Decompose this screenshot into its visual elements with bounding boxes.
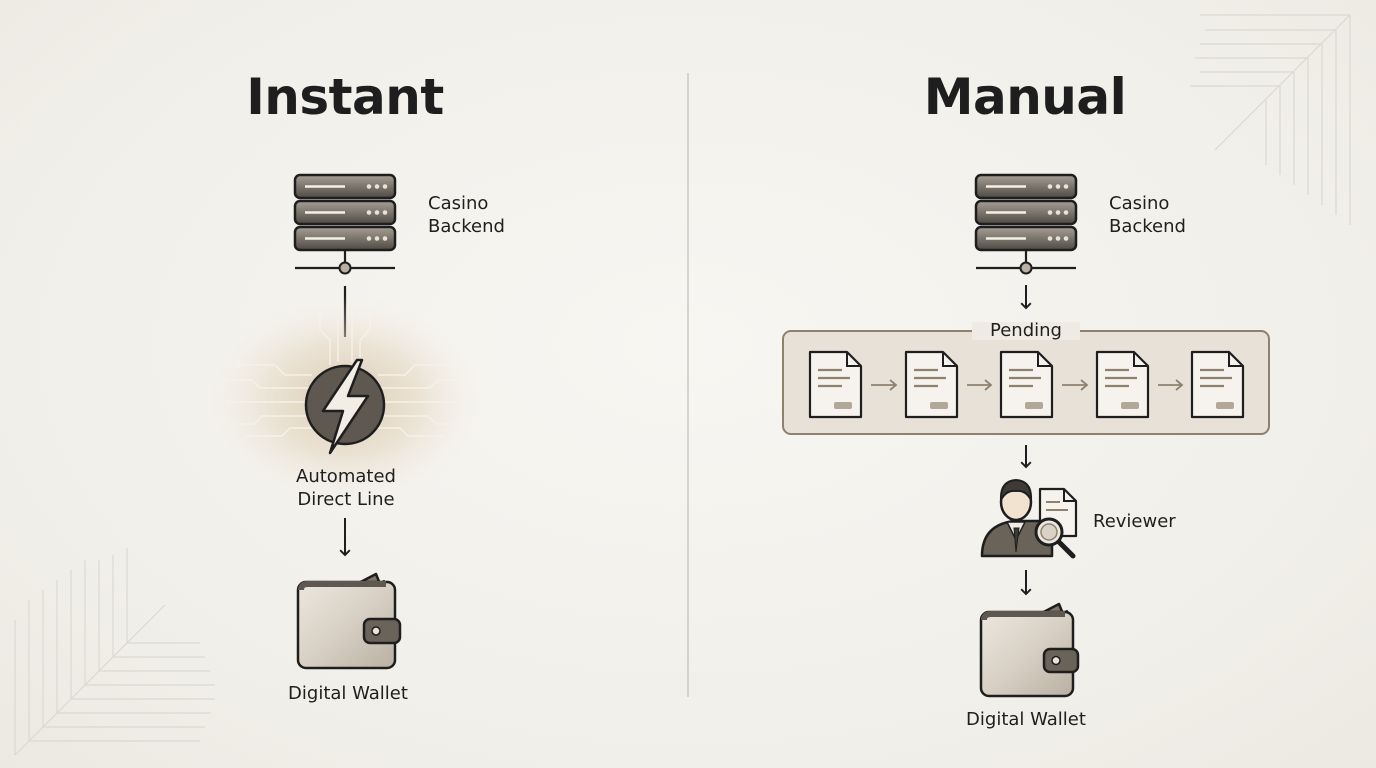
queue-arrow-icon xyxy=(1062,379,1089,391)
backend-label-line-1: Casino xyxy=(428,193,489,214)
corner-decoration-bottom-left xyxy=(14,548,215,756)
pending-label: Pending xyxy=(990,320,1062,341)
corner-decoration-top-right xyxy=(1190,14,1351,225)
document-icon xyxy=(1095,350,1150,419)
queue-arrow-icon xyxy=(1158,379,1184,391)
document-icon xyxy=(808,350,863,419)
line-label-line-2: Direct Line xyxy=(297,489,395,510)
wallet-icon-right xyxy=(979,602,1080,698)
casino-backend-label-right: Casino Backend xyxy=(1109,192,1186,238)
circuit-traces xyxy=(225,300,465,437)
casino-backend-label-left: Casino Backend xyxy=(428,192,505,238)
backend-label-line-2: Backend xyxy=(428,216,505,237)
document-icon xyxy=(999,350,1054,419)
line-label-line-1: Automated xyxy=(296,466,396,487)
lightning-bolt-icon xyxy=(304,358,386,455)
reviewer-label: Reviewer xyxy=(1093,511,1176,532)
server-icon-left xyxy=(293,173,397,275)
pending-documents xyxy=(808,350,1245,419)
queue-arrow-icon xyxy=(871,379,898,391)
digital-wallet-label-right: Digital Wallet xyxy=(966,709,1086,730)
reviewer-icon xyxy=(980,478,1078,559)
document-icon xyxy=(904,350,959,419)
backend-label-line-1: Casino xyxy=(1109,193,1170,214)
digital-wallet-label-left: Digital Wallet xyxy=(288,683,408,704)
manual-title: Manual xyxy=(923,68,1127,126)
document-icon xyxy=(1190,350,1245,419)
backend-label-line-2: Backend xyxy=(1109,216,1186,237)
server-icon-right xyxy=(974,173,1078,275)
queue-arrow-icon xyxy=(967,379,993,391)
instant-title: Instant xyxy=(246,68,444,126)
wallet-icon-left xyxy=(296,572,402,670)
automated-direct-line-label: Automated Direct Line xyxy=(265,465,427,511)
